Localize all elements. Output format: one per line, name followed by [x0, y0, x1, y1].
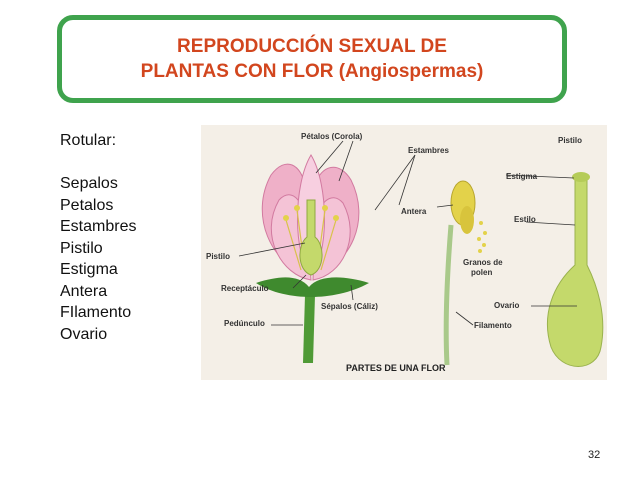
- label-list-panel: Rotular: Sepalos Petalos Estambres Pisti…: [60, 130, 136, 345]
- label-list-heading: Rotular:: [60, 130, 136, 152]
- label-list-item: Antera: [60, 281, 136, 303]
- flower-illustration: [256, 155, 369, 363]
- anther-dot: [333, 215, 339, 221]
- label-antera: Antera: [401, 207, 427, 216]
- diagram-caption: PARTES DE UNA FLOR: [346, 363, 446, 373]
- label-pistilo-left: Pistilo: [206, 252, 230, 261]
- pistil-large-shape: [547, 177, 602, 367]
- label-list-item: Ovario: [60, 324, 136, 346]
- flower-diagram: Pétalos (Corola) Estambres Pistilo Estig…: [201, 125, 607, 380]
- flower-diagram-svg: Pétalos (Corola) Estambres Pistilo Estig…: [201, 125, 607, 380]
- filament-shape: [446, 225, 451, 365]
- anther-dot: [322, 205, 328, 211]
- label-list-item: Sepalos: [60, 173, 136, 195]
- stigma-shape: [572, 172, 590, 182]
- label-estambres: Estambres: [408, 146, 449, 155]
- anther-lobe: [460, 206, 474, 234]
- label-list-item: Estigma: [60, 259, 136, 281]
- label-sepalos: Sépalos (Cáliz): [321, 302, 378, 311]
- anther-dot: [294, 205, 300, 211]
- label-pedunculo: Pedúnculo: [224, 319, 265, 328]
- label-receptaculo: Receptáculo: [221, 284, 269, 293]
- label-list-item: FIlamento: [60, 302, 136, 324]
- label-filamento: Filamento: [474, 321, 512, 330]
- pistil-illustration: [547, 172, 602, 367]
- peduncle-stem: [303, 295, 315, 363]
- pollen-grains: [477, 221, 487, 253]
- label-list-item: Estambres: [60, 216, 136, 238]
- label-granos-1: Granos de: [463, 258, 503, 267]
- title-line-2: PLANTAS CON FLOR (Angiospermas): [141, 59, 484, 84]
- label-list: Sepalos Petalos Estambres Pistilo Estigm…: [60, 173, 136, 345]
- anther-dot: [283, 215, 289, 221]
- label-granos-2: polen: [471, 268, 492, 277]
- label-list-item: Pistilo: [60, 238, 136, 260]
- label-petalos: Pétalos (Corola): [301, 132, 363, 141]
- label-pistilo-top: Pistilo: [558, 136, 582, 145]
- label-list-item: Petalos: [60, 195, 136, 217]
- page-number: 32: [588, 449, 600, 461]
- label-ovario: Ovario: [494, 301, 519, 310]
- title-box: REPRODUCCIÓN SEXUAL DE PLANTAS CON FLOR …: [57, 15, 567, 103]
- label-estigma: Estigma: [506, 172, 538, 181]
- title-line-1: REPRODUCCIÓN SEXUAL DE: [177, 34, 447, 59]
- label-estilo: Estilo: [514, 215, 536, 224]
